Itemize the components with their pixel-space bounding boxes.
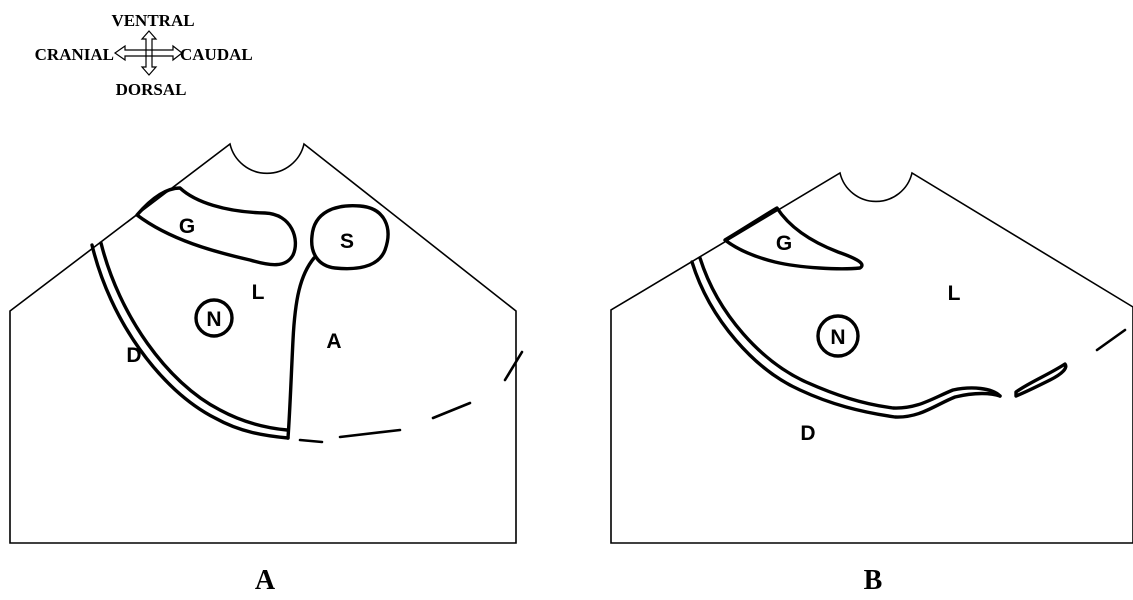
four-way-arrow-icon [113,30,183,76]
scan-sector-outline [610,171,1133,544]
scan-sector-outline [9,142,517,544]
label-dorsal: DORSAL [116,80,187,99]
label-aorta: A [326,330,341,353]
panel-caption: A [255,565,276,596]
label-ventral: VENTRAL [111,11,194,30]
panel-b: N G L D B [610,171,1133,596]
stomach-outline [310,204,390,271]
label-liver: L [948,282,961,305]
diaphragm-segment [1014,362,1068,398]
label-cranial: CRANIAL [35,45,114,64]
gallbladder-outline [135,186,298,267]
dashed-boundary [1095,328,1127,352]
node-circle [194,298,234,338]
orientation-legend: VENTRAL CRANIAL CAUDAL DORSAL [35,11,253,99]
label-gallbladder: G [179,215,195,238]
diaphragm-outer-line [690,260,1002,419]
panel-caption: B [864,565,883,596]
label-gallbladder: G [776,232,792,255]
dashed-boundary [431,401,472,420]
gallbladder-outline [723,206,864,271]
label-node: N [206,308,221,331]
dashed-boundary [503,350,524,382]
diaphragm-inner-line [698,256,1002,410]
diaphragm-outer-line [90,243,290,440]
node-circle [816,314,860,358]
label-diaphragm: D [126,344,141,367]
label-diaphragm: D [800,422,815,445]
label-liver: L [252,281,265,304]
aorta-wall-line [286,256,316,440]
dashed-boundary [298,438,324,444]
label-caudal: CAUDAL [180,45,253,64]
panel-a: N G S L A D A [9,142,524,596]
dashed-boundary [338,428,402,439]
label-stomach: S [340,230,354,253]
label-node: N [830,326,845,349]
diaphragm-inner-line [99,241,289,432]
